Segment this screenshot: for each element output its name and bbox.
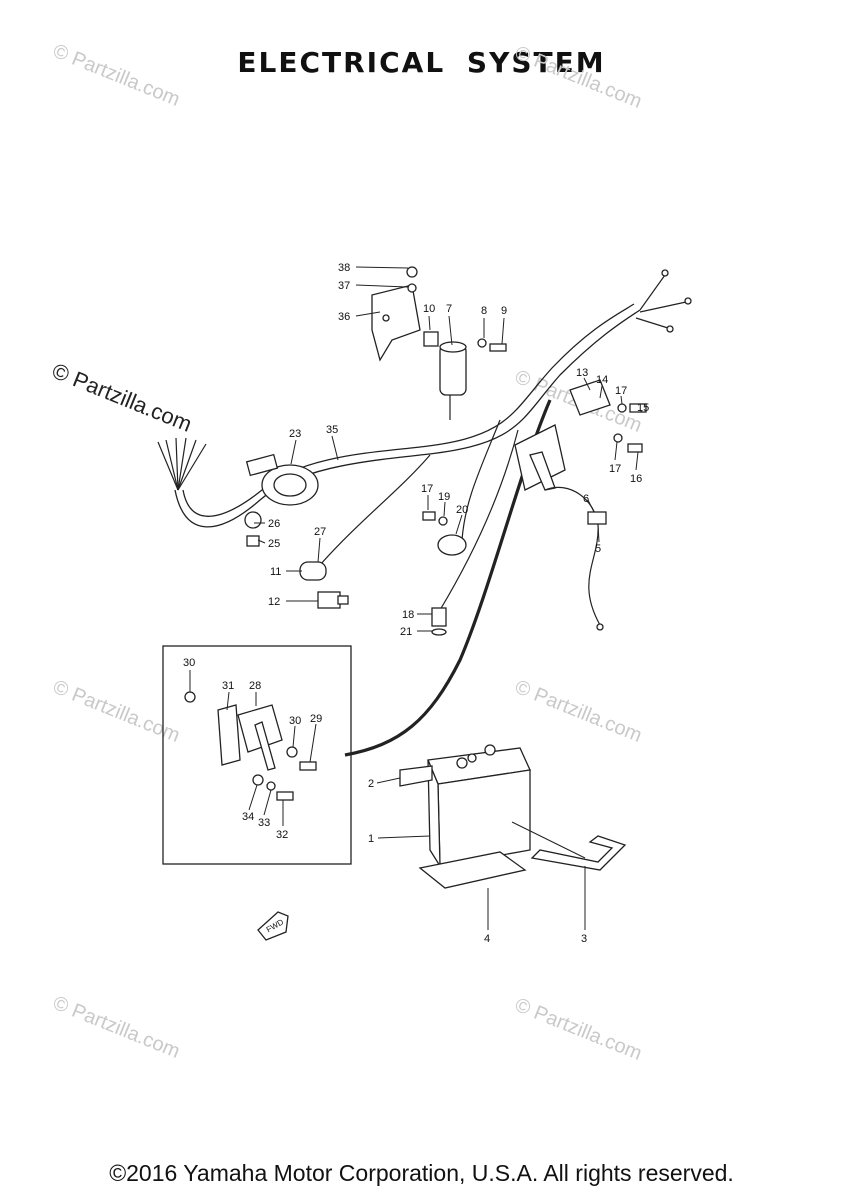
- callout-7: 7: [446, 303, 452, 315]
- callout-16: 16: [630, 473, 642, 485]
- inset-regulator: [184, 691, 317, 801]
- callout-28: 29: [310, 713, 322, 725]
- callout-17a: 17: [615, 385, 627, 397]
- callout-21: 18: [402, 609, 414, 621]
- callout-30: 30: [183, 657, 195, 669]
- callout-labels: 38 37 36 10 7 8 9 23 35 26 25 27 11 12 1…: [183, 262, 649, 945]
- callout-35: 35: [326, 424, 338, 436]
- callout-18: 20: [456, 504, 468, 516]
- callout-38: 38: [338, 262, 350, 274]
- sensor: [422, 511, 467, 556]
- callout-24: 25: [268, 538, 280, 550]
- callout-15: 15: [637, 402, 649, 414]
- callout-1: 1: [368, 833, 374, 845]
- regulator: [514, 379, 647, 491]
- switch-plug: [431, 607, 447, 636]
- battery: [399, 744, 627, 889]
- callout-6: 6: [583, 493, 589, 505]
- condenser: [423, 331, 467, 396]
- callout-26: 27: [314, 526, 326, 538]
- detail-inset: [162, 645, 352, 865]
- callout-3: 3: [581, 933, 587, 945]
- callout-8: 8: [481, 305, 487, 317]
- copyright-footer: ©2016 Yamaha Motor Corporation, U.S.A. A…: [109, 1160, 734, 1186]
- callout-27: 28: [249, 680, 261, 692]
- horn: [245, 453, 319, 506]
- callout-33: 33: [258, 817, 270, 829]
- callout-2: 2: [368, 778, 374, 790]
- lead-wire: [544, 486, 607, 631]
- callout-32: 32: [276, 829, 288, 841]
- callout-13: 13: [576, 367, 588, 379]
- callout-31: 31: [222, 680, 234, 692]
- callout-37: 37: [338, 280, 350, 292]
- callout-20: 19: [438, 491, 450, 503]
- callout-19: 17: [421, 483, 433, 495]
- callout-25: 26: [268, 518, 280, 530]
- callout-10: 10: [423, 303, 435, 315]
- spark-plug: [244, 511, 349, 609]
- callout-23: 23: [289, 428, 301, 440]
- callout-14: 14: [596, 374, 608, 386]
- callout-9: 9: [501, 305, 507, 317]
- callout-17b: 17: [609, 463, 621, 475]
- fwd-arrow-icon: FWD: [257, 911, 289, 941]
- leader-lines: [189, 266, 643, 930]
- mounting-bracket: [371, 266, 507, 362]
- page-title: ELECTRICAL SYSTEM: [237, 46, 606, 79]
- callout-5: 5: [595, 543, 601, 555]
- callout-22: 21: [400, 626, 412, 638]
- callout-11: 11: [270, 566, 281, 578]
- callout-4: 4: [484, 933, 490, 945]
- callout-36: 36: [338, 311, 350, 323]
- callout-12: 12: [268, 596, 280, 608]
- callout-29: 30: [289, 715, 301, 727]
- callout-34: 34: [242, 811, 254, 823]
